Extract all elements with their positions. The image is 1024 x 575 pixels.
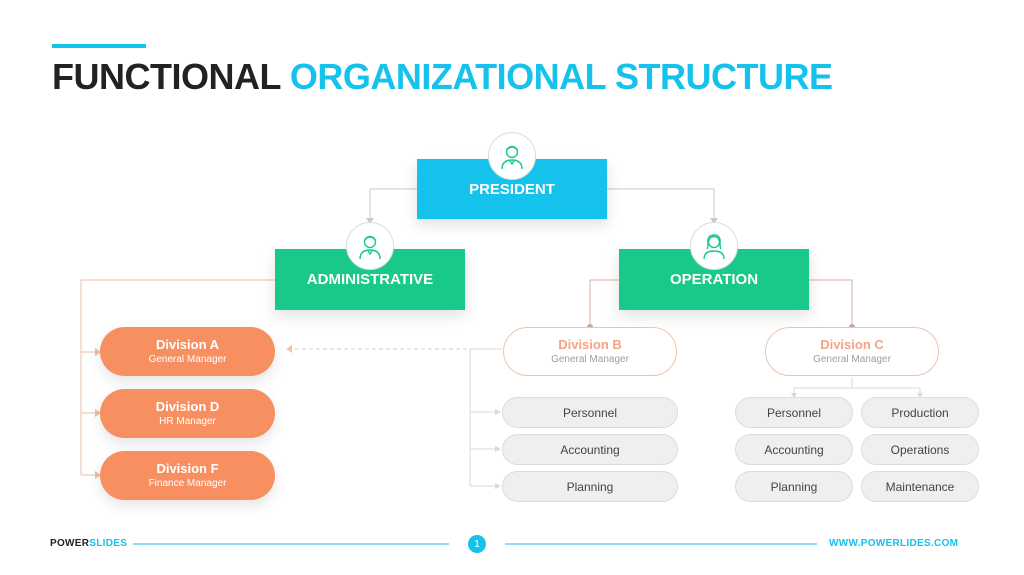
division-a-role: General Manager [148, 353, 227, 365]
function-label: Production [891, 405, 949, 420]
function-label: Accounting [560, 442, 620, 457]
title-part-1: FUNCTIONAL [52, 56, 281, 97]
male-person-icon [346, 222, 394, 270]
function-label: Accounting [764, 442, 824, 457]
arrowhead-c-right [917, 393, 923, 398]
page-number-badge: 1 [468, 535, 486, 553]
division-c-function: Production [861, 397, 979, 428]
division-d-card: Division D HR Manager [100, 389, 275, 438]
division-f-card: Division F Finance Manager [100, 451, 275, 500]
division-c-function: Planning [735, 471, 853, 502]
function-label: Operations [890, 442, 950, 457]
division-c-name: Division C [820, 337, 884, 352]
division-c-function: Personnel [735, 397, 853, 428]
connector-division-c-functions [793, 377, 921, 394]
administrative-label: ADMINISTRATIVE [306, 271, 434, 288]
division-b-name: Division B [558, 337, 622, 352]
arrowhead-dashed-division-a [286, 345, 292, 353]
division-b-function: Planning [502, 471, 678, 502]
division-a-card: Division A General Manager [100, 327, 275, 376]
function-label: Planning [566, 479, 614, 494]
division-f-name: Division F [156, 460, 219, 476]
division-c-function: Maintenance [861, 471, 979, 502]
footer-brand-part-1: POWER [50, 538, 90, 549]
division-f-role: Finance Manager [148, 477, 227, 489]
function-label: Maintenance [885, 479, 955, 494]
title-accent-bar [52, 44, 146, 48]
title-part-2: ORGANIZATIONAL STRUCTURE [289, 56, 833, 97]
division-c-role: General Manager [813, 354, 891, 365]
division-d-role: HR Manager [159, 415, 216, 427]
function-label: Personnel [766, 405, 822, 420]
footer-url: WWW.POWERLIDES.COM [829, 538, 959, 549]
division-b-role: General Manager [551, 354, 629, 365]
connector-operation-division-c [809, 279, 853, 327]
footer-brand: POWERSLIDES [50, 538, 127, 549]
male-person-icon [488, 132, 536, 180]
page-number: 1 [474, 538, 480, 550]
connector-operation-division-b [589, 279, 619, 327]
page-title: FUNCTIONAL ORGANIZATIONAL STRUCTURE [52, 56, 833, 98]
function-label: Personnel [562, 405, 618, 420]
connector-president-admin [369, 188, 417, 222]
arrowhead-b-personnel [495, 409, 501, 415]
division-c-function: Accounting [735, 434, 853, 465]
connector-admin-divisions [80, 279, 275, 475]
division-c-card: Division C General Manager [765, 327, 939, 376]
arrowhead-division-f [95, 471, 101, 479]
footer-brand-part-2: SLIDES [89, 538, 128, 549]
division-b-card: Division B General Manager [503, 327, 677, 376]
division-d-name: Division D [155, 398, 220, 414]
female-person-icon [690, 222, 738, 270]
arrowhead-c-left [791, 393, 797, 398]
division-b-function: Personnel [502, 397, 678, 428]
arrowhead-operation [710, 218, 718, 224]
operation-label: OPERATION [669, 271, 759, 288]
president-label: PRESIDENT [469, 180, 555, 198]
arrowhead-b-planning [495, 483, 501, 489]
arrowhead-division-d [95, 409, 101, 417]
arrowhead-division-a [95, 348, 101, 356]
arrowhead-admin [366, 218, 374, 224]
arrowhead-b-accounting [495, 446, 501, 452]
function-label: Planning [770, 479, 818, 494]
division-b-function: Accounting [502, 434, 678, 465]
division-a-name: Division A [155, 336, 220, 352]
connector-division-b-functions [469, 348, 502, 486]
connector-president-operation [607, 188, 715, 222]
division-c-function: Operations [861, 434, 979, 465]
